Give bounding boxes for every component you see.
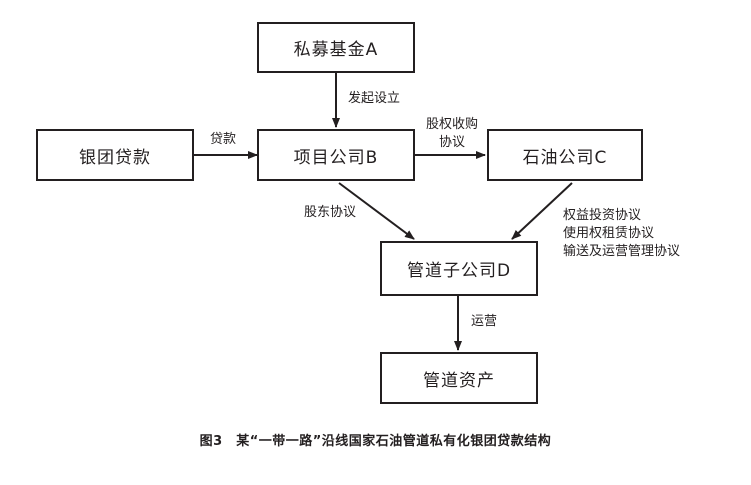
figure-caption: 图3 某“一带一路”沿线国家石油管道私有化银团贷款结构 xyxy=(199,434,552,449)
arrow-oil-to-subsidiary xyxy=(511,182,573,240)
edge-label-oil-agreements: 权益投资协议 使用权租赁协议 输送及运营管理协议 xyxy=(563,207,680,261)
edge-label-operation: 运营 xyxy=(471,314,498,329)
node-pipeline-subsidiary-d: 管道子公司D xyxy=(380,241,538,296)
edge-label-line: 权益投资协议 xyxy=(563,208,642,223)
edge-label-establish: 发起设立 xyxy=(348,91,401,106)
edge-label-line: 股权收购 xyxy=(425,117,478,132)
node-project-company-b: 项目公司B xyxy=(257,129,415,181)
arrow-project-to-subsidiary xyxy=(338,182,415,240)
edge-label-line: 输送及运营管理协议 xyxy=(563,244,681,259)
edge-label-shareholder-agreement: 股东协议 xyxy=(304,205,357,220)
edge-label-line: 使用权租赁协议 xyxy=(563,226,655,241)
node-oil-company-c: 石油公司C xyxy=(487,129,643,181)
node-pipeline-assets: 管道资产 xyxy=(380,352,538,404)
node-bank-loan: 银团贷款 xyxy=(36,129,194,181)
node-private-fund-a: 私募基金A xyxy=(257,22,415,73)
edge-label-equity-acquisition: 股权收购 协议 xyxy=(421,116,483,152)
edge-label-loan: 贷款 xyxy=(210,132,237,147)
edge-label-line: 协议 xyxy=(438,135,465,150)
